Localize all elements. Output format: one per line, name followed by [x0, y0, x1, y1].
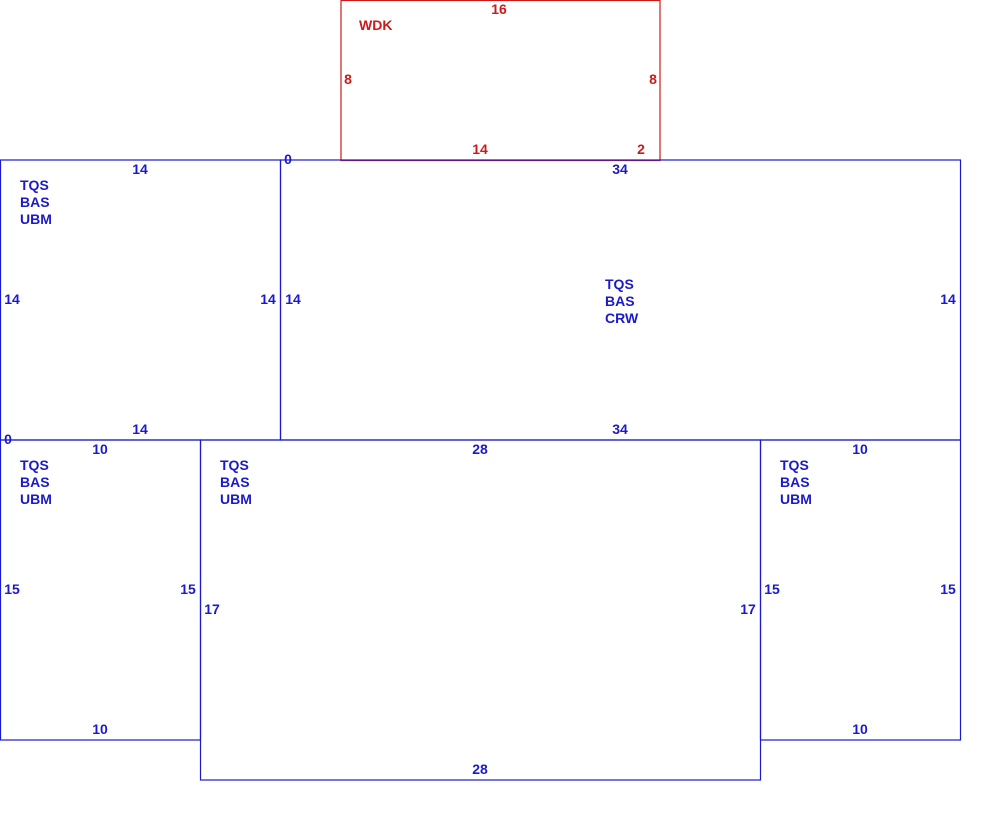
- dimension-right: 17: [740, 601, 756, 617]
- dimension-left: 14: [4, 291, 20, 307]
- room-code: BAS: [20, 474, 50, 490]
- room-code: UBM: [20, 211, 52, 227]
- dimension-right: 14: [940, 291, 956, 307]
- room-code: CRW: [605, 310, 639, 326]
- corner-marker: 0: [284, 151, 292, 167]
- dimension-left: 15: [764, 581, 780, 597]
- room-code: UBM: [220, 491, 252, 507]
- room-code: BAS: [20, 194, 50, 210]
- dimension-top: 16: [491, 1, 507, 17]
- room-upper-left[interactable]: TQS BAS UBM 14 14 14 14 0: [0, 159, 282, 447]
- dimension-bottom: 28: [472, 761, 488, 777]
- room-code: BAS: [220, 474, 250, 490]
- room-code: WDK: [359, 17, 392, 33]
- dimension-top: 34: [612, 161, 628, 177]
- dimension-top: 14: [132, 161, 148, 177]
- room-code: BAS: [605, 293, 635, 309]
- dimension-left: 14: [285, 291, 301, 307]
- room-wdk[interactable]: WDK 16 8 8 14 2: [340, 0, 661, 162]
- dimension-top: 10: [92, 441, 108, 457]
- dimension-left: 8: [344, 71, 352, 87]
- room-code: UBM: [780, 491, 812, 507]
- room-code: TQS: [605, 276, 634, 292]
- room-lower-left[interactable]: TQS BAS UBM 10 15 15 10: [0, 439, 202, 741]
- room-code: UBM: [20, 491, 52, 507]
- dimension-left: 17: [204, 601, 220, 617]
- dimension-bottom: 14: [472, 141, 488, 157]
- dimension-right: 15: [180, 581, 196, 597]
- room-lower-right[interactable]: TQS BAS UBM 10 15 15 10: [759, 439, 962, 741]
- dimension-bottom: 10: [852, 721, 868, 737]
- dimension-right: 15: [940, 581, 956, 597]
- room-code: BAS: [780, 474, 810, 490]
- dimension-top: 28: [472, 441, 488, 457]
- room-code: TQS: [220, 457, 249, 473]
- dimension-bottom: 34: [612, 421, 628, 437]
- dimension-bottom: 14: [132, 421, 148, 437]
- room-lower-center[interactable]: TQS BAS UBM 28 17 17 28: [199, 439, 762, 781]
- room-code: TQS: [20, 457, 49, 473]
- dimension-right: 8: [649, 71, 657, 87]
- corner-marker: 0: [4, 431, 12, 447]
- dimension-bottom: 10: [92, 721, 108, 737]
- dimension-right: 14: [260, 291, 276, 307]
- dimension-left: 15: [4, 581, 20, 597]
- dimension-bottom-right: 2: [637, 141, 645, 157]
- room-code: TQS: [780, 457, 809, 473]
- room-upper-main[interactable]: TQS BAS CRW 34 14 14 34 0: [279, 151, 962, 441]
- room-code: TQS: [20, 177, 49, 193]
- dimension-top: 10: [852, 441, 868, 457]
